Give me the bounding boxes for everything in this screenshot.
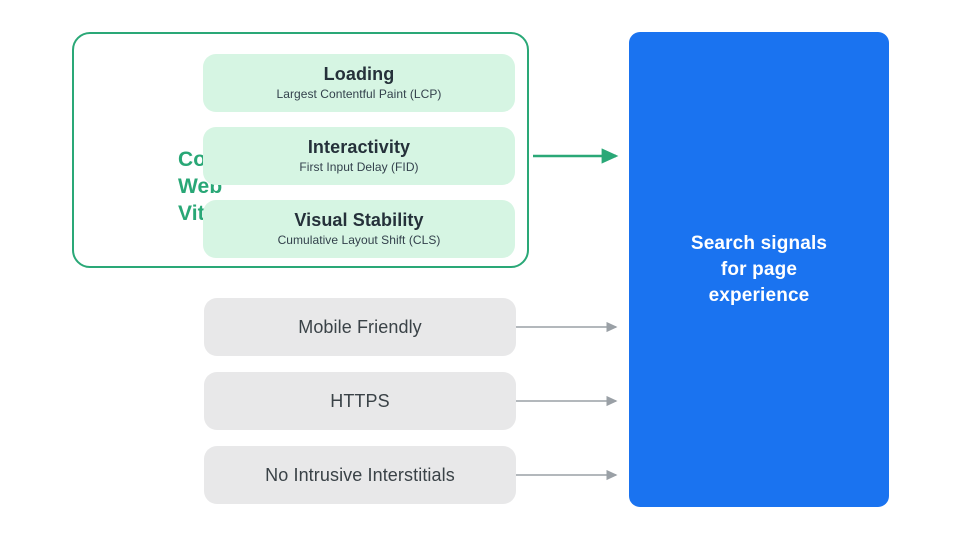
metric-subtitle: First Input Delay (FID)	[299, 160, 419, 174]
metric-title: Visual Stability	[294, 210, 424, 230]
signal-label: No Intrusive Interstitials	[265, 465, 455, 485]
metric-card-interactivity[interactable]: Interactivity First Input Delay (FID)	[203, 127, 515, 185]
search-signals-panel-label: Search signals for page experience	[690, 232, 828, 306]
signal-label: Mobile Friendly	[298, 317, 422, 337]
signal-card-mobile-friendly[interactable]: Mobile Friendly	[204, 298, 516, 356]
metric-subtitle: Largest Contentful Paint (LCP)	[276, 87, 442, 101]
signal-card-https[interactable]: HTTPS	[204, 372, 516, 430]
metric-card-visual-stability[interactable]: Visual Stability Cumulative Layout Shift…	[203, 200, 515, 258]
signal-label: HTTPS	[330, 391, 390, 411]
search-signals-panel[interactable]: Search signals for page experience	[629, 32, 889, 507]
metric-card-loading[interactable]: Loading Largest Contentful Paint (LCP)	[203, 54, 515, 112]
metric-title: Interactivity	[307, 137, 411, 157]
metric-subtitle: Cumulative Layout Shift (CLS)	[277, 233, 441, 247]
metric-title: Loading	[323, 64, 395, 84]
signal-card-no-intrusive-interstitials[interactable]: No Intrusive Interstitials	[204, 446, 516, 504]
